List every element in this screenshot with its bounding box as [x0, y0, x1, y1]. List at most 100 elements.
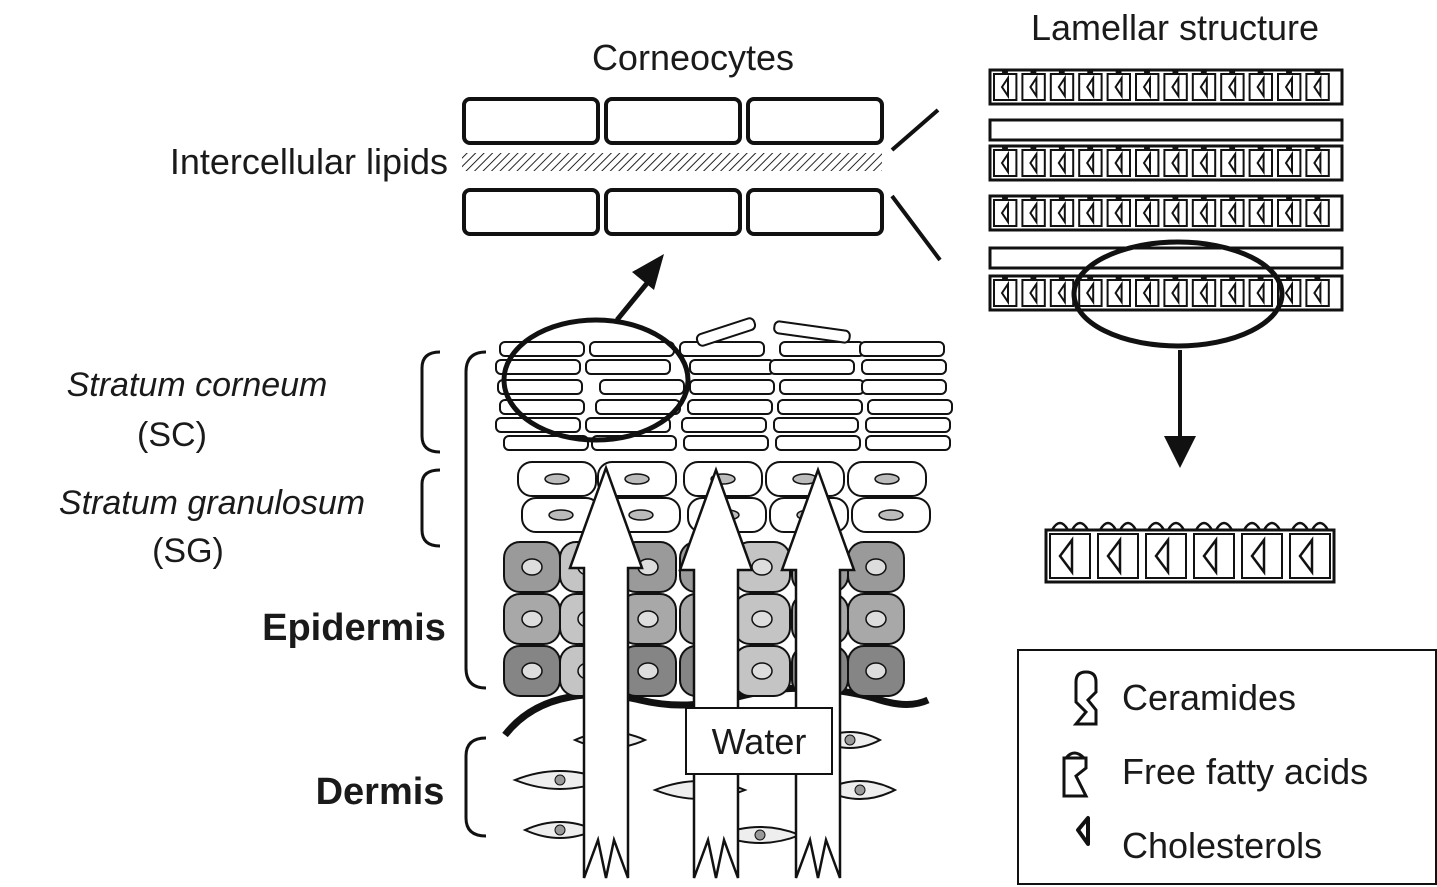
corneocyte-flake	[778, 400, 862, 414]
nucleus	[866, 663, 886, 679]
nucleus	[522, 559, 542, 575]
legend: Ceramides Free fatty acids Cholesterols	[1018, 650, 1436, 884]
corneocytes-block	[462, 99, 882, 234]
head-group	[1030, 69, 1036, 75]
corneocyte-flake	[862, 360, 946, 374]
head-group	[1002, 145, 1008, 151]
stratum-corneum-label: Stratum corneum	[67, 366, 328, 404]
sc-bracket	[422, 352, 440, 452]
head-group	[1002, 275, 1008, 281]
head-group	[1201, 69, 1207, 75]
head-group	[1258, 275, 1264, 281]
head-group	[1229, 69, 1235, 75]
stratum-granulosum-label: Stratum granulosum	[59, 484, 365, 522]
nucleus	[625, 474, 649, 484]
nucleus	[549, 510, 573, 520]
lamellar-band	[990, 120, 1342, 140]
legend-cholesterols: Cholesterols	[1122, 825, 1322, 866]
up-arrow	[617, 282, 648, 320]
corneocyte-flake	[770, 360, 854, 374]
sc-abbr-label: (SC)	[137, 416, 207, 454]
head-group	[1258, 195, 1264, 201]
head-group	[1314, 195, 1320, 201]
corneocytes-label: Corneocytes	[592, 37, 794, 78]
corneocyte-flake	[780, 342, 864, 356]
corneocyte-row-top	[464, 99, 882, 143]
nucleus	[752, 559, 772, 575]
head-group	[1229, 275, 1235, 281]
nucleus	[555, 775, 565, 785]
nucleus	[629, 510, 653, 520]
nucleus	[555, 825, 565, 835]
corneocyte-flake	[600, 380, 684, 394]
corneocyte-flake	[774, 418, 858, 432]
lipid-row	[990, 276, 1342, 310]
head-group	[1172, 69, 1178, 75]
head-group	[1002, 195, 1008, 201]
head-group	[1059, 69, 1065, 75]
corneocyte-flake	[680, 342, 764, 356]
head-group	[1286, 69, 1292, 75]
nucleus	[522, 663, 542, 679]
head-group	[1201, 275, 1207, 281]
legend-free-fatty-acids: Free fatty acids	[1122, 751, 1368, 792]
nucleus	[879, 510, 903, 520]
corneocyte-flake	[690, 380, 774, 394]
head-group	[1286, 145, 1292, 151]
head-group	[1087, 69, 1093, 75]
head-group	[1116, 69, 1122, 75]
head-group	[1144, 275, 1150, 281]
nucleus	[755, 830, 765, 840]
zoom-line-lower	[892, 196, 940, 260]
lipid-row	[990, 196, 1342, 230]
head-group	[1030, 275, 1036, 281]
corneocyte-flake	[682, 418, 766, 432]
corneocyte-flake	[860, 342, 944, 356]
head-group	[1258, 69, 1264, 75]
head-group	[1229, 145, 1235, 151]
lamellar-structure	[990, 69, 1342, 310]
nucleus	[752, 611, 772, 627]
head-group	[1229, 195, 1235, 201]
corneocyte-flake	[866, 436, 950, 450]
dermis-bracket	[466, 738, 486, 836]
head-group	[1116, 145, 1122, 151]
nucleus	[855, 785, 865, 795]
nucleus	[866, 611, 886, 627]
head-group	[1286, 195, 1292, 201]
lamellar-label: Lamellar structure	[1031, 7, 1319, 48]
corneocyte-row-bottom	[464, 190, 882, 234]
sg-bracket	[422, 470, 440, 546]
head-group	[1201, 195, 1207, 201]
epidermis-bracket	[466, 352, 486, 688]
head-group	[1314, 145, 1320, 151]
nucleus	[522, 611, 542, 627]
head-group	[1059, 195, 1065, 201]
corneocyte-flake	[780, 380, 864, 394]
head-group	[1144, 145, 1150, 151]
nucleus	[752, 663, 772, 679]
head-group	[1172, 145, 1178, 151]
nucleus	[875, 474, 899, 484]
corneocyte-flake	[862, 380, 946, 394]
corneocyte-flake	[866, 418, 950, 432]
intercellular-lipid-layer	[462, 153, 882, 171]
lipid-unit-magnified	[1046, 523, 1334, 582]
epidermis-label: Epidermis	[262, 607, 446, 649]
head-group	[1144, 69, 1150, 75]
head-group	[1116, 195, 1122, 201]
head-group	[1286, 275, 1292, 281]
sg-abbr-label: (SG)	[152, 532, 224, 570]
nucleus	[638, 663, 658, 679]
head-group	[1087, 195, 1093, 201]
corneocyte-flake	[586, 360, 670, 374]
nucleus	[545, 474, 569, 484]
up-arrow-head	[632, 254, 664, 290]
head-group	[1030, 195, 1036, 201]
head-group	[1059, 145, 1065, 151]
head-group	[1201, 145, 1207, 151]
corneocyte-flake	[498, 380, 582, 394]
lipid-row	[990, 70, 1342, 104]
corneum-flakes	[496, 317, 952, 450]
